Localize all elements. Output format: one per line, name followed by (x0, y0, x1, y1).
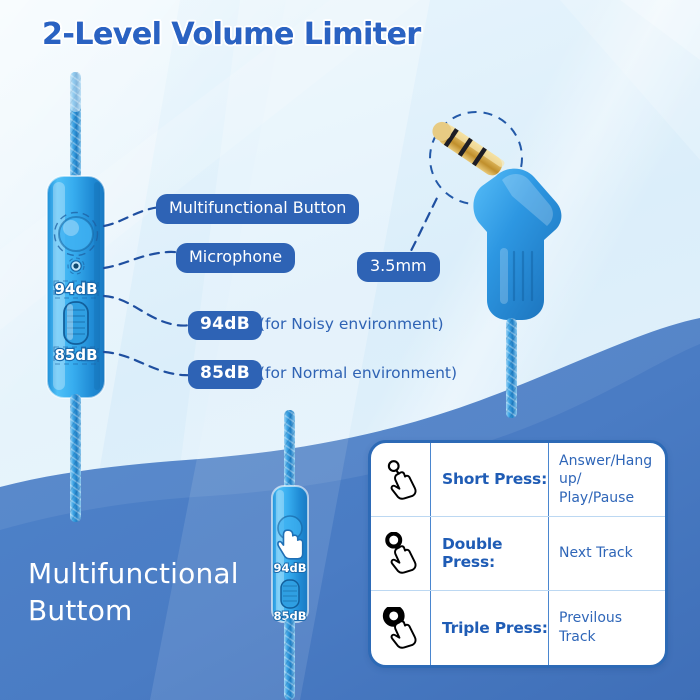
bottom-inline-remote: 94dB 85dB (271, 410, 309, 700)
lower-cable-left (70, 394, 81, 522)
triple-tap-hand-icon (371, 590, 431, 665)
press-action-text: Next Track (549, 517, 665, 590)
press-action-line-2: Track (559, 628, 596, 645)
callout-94db: 94dB (188, 311, 262, 340)
callout-94db-note: (for Noisy environment) (259, 315, 444, 333)
microphone-highlight-circle (67, 257, 85, 275)
press-action-line-1: Next Track (559, 545, 633, 562)
single-tap-hand-icon (371, 443, 431, 516)
press-action-line-1: Answer/Hang up/ (559, 452, 653, 488)
button-highlight-circle (53, 211, 99, 257)
bottom-heading-line-2: Buttom (28, 593, 133, 627)
bottom-section-heading: Multifunctional Buttom (28, 556, 318, 630)
remote-label-94db: 94dB (54, 280, 97, 298)
page-title: 2-Level Volume Limiter (42, 17, 421, 52)
page-title-outline: 2-Level Volume Limiter (41, 16, 423, 54)
jack-highlight-circle (429, 111, 523, 205)
press-actions-table: Short Press: Answer/Hang up/ Play/Pause … (368, 440, 668, 668)
table-row: Triple Press: Previlous Track (371, 590, 665, 665)
press-type-label: Triple Press: (431, 590, 549, 665)
callout-jack-size: 3.5mm (357, 252, 440, 282)
hand-press-indicator (277, 529, 304, 560)
press-type-label: Double Press: (431, 516, 549, 590)
callout-85db: 85dB (188, 360, 262, 389)
press-action-text: Answer/Hang up/ Play/Pause (549, 443, 665, 516)
table-row: Short Press: Answer/Hang up/ Play/Pause (371, 443, 665, 517)
remote-label-85db: 85dB (54, 346, 97, 364)
press-action-line-2: Play/Pause (559, 489, 635, 506)
upper-cable (70, 72, 81, 184)
inline-remote-control: 94dB 85dB (46, 175, 106, 399)
double-tap-hand-icon (371, 516, 431, 590)
bottom-heading-line-1: Multifunctional (28, 557, 239, 590)
press-action-line-1: Previlous (559, 610, 623, 627)
callout-85db-note: (for Normal environment) (259, 364, 458, 382)
press-action-text: Previlous Track (549, 591, 665, 665)
callout-microphone: Microphone (176, 243, 296, 273)
table-row: Double Press: Next Track (371, 516, 665, 591)
leader-multifunctional-button (102, 205, 162, 228)
callout-multifunctional-button: Multifunctional Button (156, 194, 360, 224)
press-type-label: Short Press: (431, 443, 549, 516)
